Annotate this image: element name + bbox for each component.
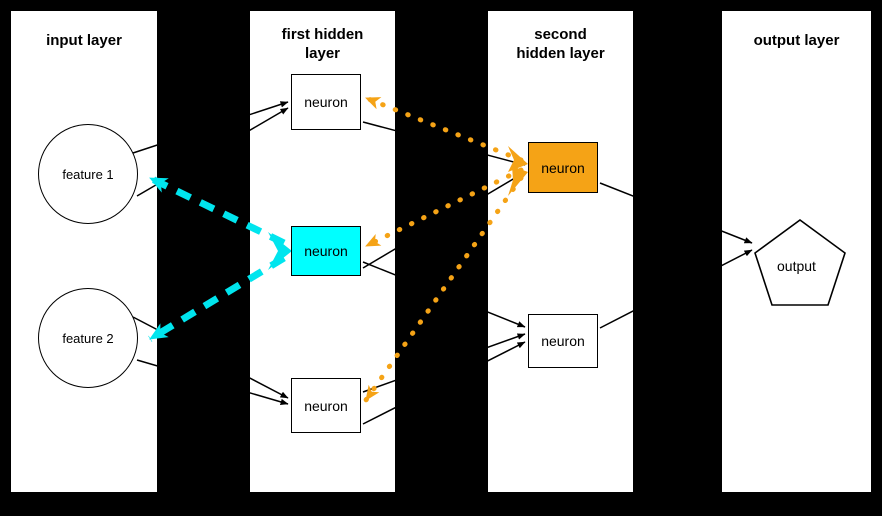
node-label: neuron <box>304 243 348 259</box>
pentagon-icon <box>754 219 846 306</box>
node-label: neuron <box>304 397 348 414</box>
forward-edges-hidden2-to-output <box>599 182 753 329</box>
backprop-edges-cyan <box>148 174 286 342</box>
layer-title-hidden1-line1: first hidden <box>281 26 364 43</box>
layer-title-input: input layer <box>46 32 122 49</box>
node-hidden1-neuron-middle[interactable]: neuron <box>291 226 361 276</box>
forward-edges-hidden1-to-hidden2 <box>362 121 526 425</box>
node-label: feature 1 <box>62 166 114 182</box>
layer-title-output: output layer <box>753 32 840 49</box>
node-label: neuron <box>541 159 585 176</box>
node-label: neuron <box>541 333 585 349</box>
node-output-label: output <box>777 258 816 274</box>
layer-title-hidden2-line1: second <box>534 26 587 43</box>
layer-title-hidden1-line2: layer <box>304 45 341 62</box>
backprop-orange-inbound-arrow <box>508 146 528 196</box>
node-hidden2-neuron-top[interactable]: neuron <box>528 142 598 193</box>
node-output[interactable] <box>752 217 848 309</box>
backprop-edge-to-hidden1-top <box>363 95 524 163</box>
node-hidden1-neuron-top[interactable]: neuron <box>291 74 361 130</box>
node-hidden1-neuron-bottom[interactable]: neuron <box>291 378 361 433</box>
backprop-cyan-inbound-arrow <box>268 232 292 270</box>
node-label: feature 2 <box>62 330 114 346</box>
backprop-edges-orange <box>363 95 524 403</box>
node-label: neuron <box>304 94 348 110</box>
backprop-edge-to-hidden1-middle <box>363 167 524 249</box>
backprop-edge-to-feature-1 <box>148 174 286 247</box>
node-feature-1[interactable]: feature 1 <box>38 124 138 224</box>
backprop-edge-to-hidden1-bottom <box>363 175 524 403</box>
node-feature-2[interactable]: feature 2 <box>38 288 138 388</box>
node-hidden2-neuron-bottom[interactable]: neuron <box>528 314 598 368</box>
layer-title-hidden2-line2: hidden layer <box>516 45 605 62</box>
forward-edges-input-to-hidden1 <box>132 101 289 405</box>
layer-panel-input: input layer <box>11 11 157 492</box>
backprop-edge-to-feature-2 <box>148 255 286 342</box>
layer-panel-hidden2: second hidden layer <box>488 11 633 492</box>
